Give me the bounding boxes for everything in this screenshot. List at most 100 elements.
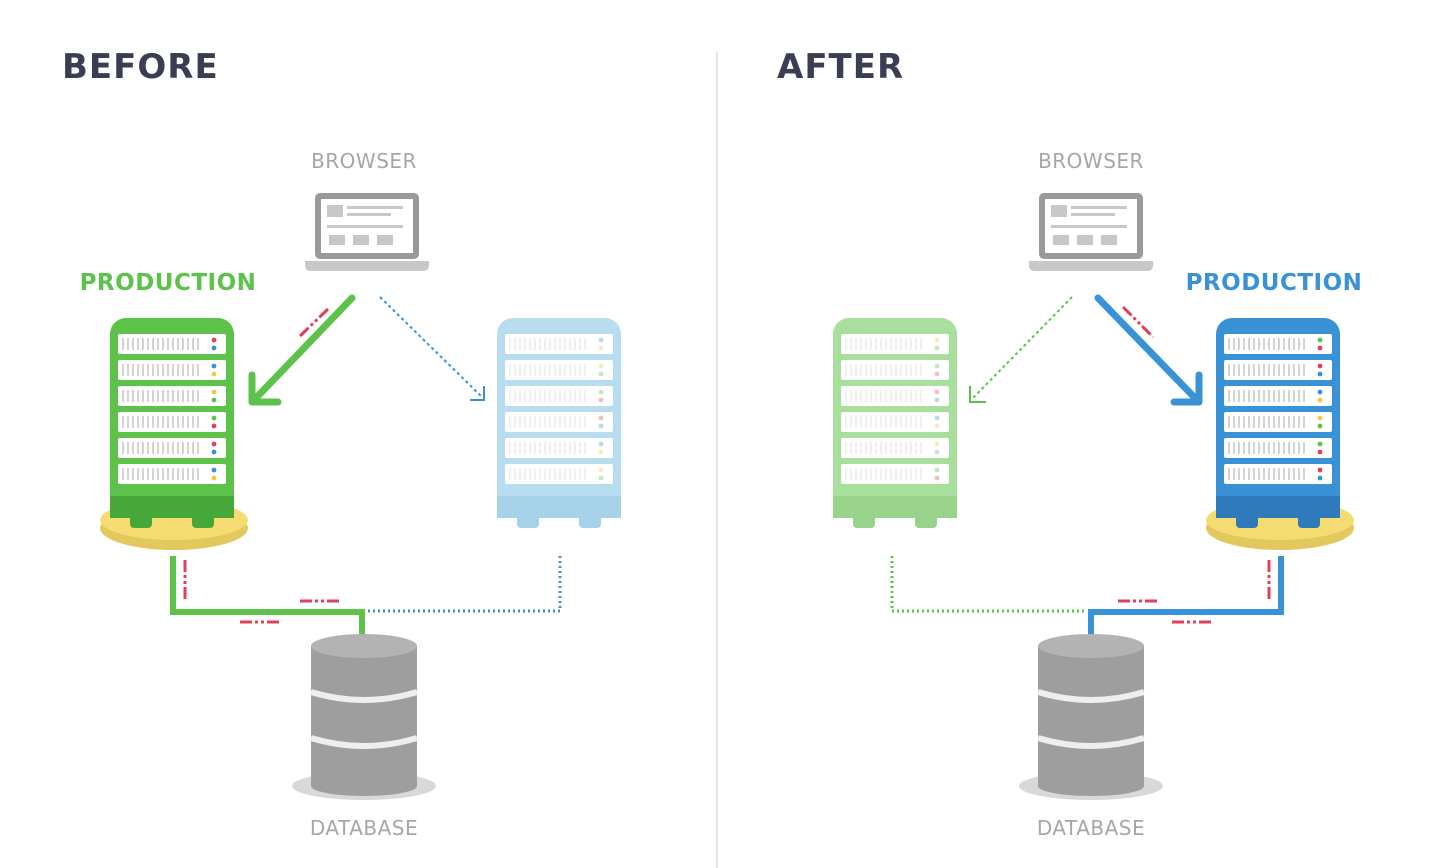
rack-slot-stripe xyxy=(920,442,922,454)
rack-slot-stripe xyxy=(890,468,892,480)
rack-slot-stripe xyxy=(122,442,124,454)
rack-slot-stripe xyxy=(167,468,169,480)
rack-slot-stripe xyxy=(177,364,179,376)
rack-slot-stripe xyxy=(177,442,179,454)
rack-slot-stripe xyxy=(885,442,887,454)
rack-slot-stripe xyxy=(549,364,551,376)
traffic-packet-mark xyxy=(1121,305,1155,339)
rack-slot-stripe xyxy=(187,468,189,480)
rack-slot-stripe xyxy=(1243,468,1245,480)
rack-slot-stripe xyxy=(910,338,912,350)
rack-slot-stripe xyxy=(157,338,159,350)
rack-slot-stripe xyxy=(574,468,576,480)
rack-slot-stripe xyxy=(172,442,174,454)
rack-slot-stripe xyxy=(900,416,902,428)
rack-slot-stripe xyxy=(122,338,124,350)
rack-slot-stripe xyxy=(910,442,912,454)
rack-slot-stripe xyxy=(850,468,852,480)
rack-slot-stripe xyxy=(1228,442,1230,454)
rack-slot-stripe xyxy=(870,416,872,428)
rack-slot-stripe xyxy=(1293,468,1295,480)
rack-slot-stripe xyxy=(137,442,139,454)
server-led xyxy=(934,467,940,473)
rack-slot-stripe xyxy=(855,390,857,402)
rack-slot-stripe xyxy=(564,338,566,350)
rack-slot-stripe xyxy=(137,468,139,480)
rack-slot-stripe xyxy=(549,442,551,454)
rack-slot-stripe xyxy=(1233,442,1235,454)
rack-slot-stripe xyxy=(519,338,521,350)
rack-slot-stripe xyxy=(855,442,857,454)
rack-slot-stripe xyxy=(1268,416,1270,428)
rack-slot-stripe xyxy=(162,468,164,480)
rack-slot-stripe xyxy=(579,468,581,480)
rack-slot-stripe xyxy=(554,442,556,454)
rack-slot-stripe xyxy=(1258,442,1260,454)
rack-slot-stripe xyxy=(1273,468,1275,480)
server-led xyxy=(1317,423,1323,429)
rack-slot-stripe xyxy=(1263,442,1265,454)
server-led xyxy=(1317,363,1323,369)
rack-slot-stripe xyxy=(509,338,511,350)
rack-slot-stripe xyxy=(147,338,149,350)
rack-slot-stripe xyxy=(1243,416,1245,428)
rack-slot-stripe xyxy=(875,338,877,350)
server-led xyxy=(934,449,940,455)
rack-slot-stripe xyxy=(534,390,536,402)
rack-slot-stripe xyxy=(564,442,566,454)
rack-slot-stripe xyxy=(1293,442,1295,454)
rack-slot-stripe xyxy=(519,468,521,480)
rack-slot-stripe xyxy=(544,442,546,454)
server-led xyxy=(598,345,604,351)
rack-slot-stripe xyxy=(172,390,174,402)
traffic-packet-mark xyxy=(298,307,330,338)
rack-slot-stripe xyxy=(1228,390,1230,402)
rack-slot-stripe xyxy=(197,468,199,480)
rack-slot-stripe xyxy=(584,442,586,454)
rack-slot-stripe xyxy=(579,442,581,454)
database-label: DATABASE xyxy=(1037,816,1145,840)
rack-slot-stripe xyxy=(850,338,852,350)
rack-slot-stripe xyxy=(127,364,129,376)
server-led xyxy=(1317,397,1323,403)
server-led xyxy=(1317,449,1323,455)
rack-slot-stripe xyxy=(529,442,531,454)
rack-slot-stripe xyxy=(564,364,566,376)
rack-slot-stripe xyxy=(1233,338,1235,350)
rack-slot-stripe xyxy=(177,468,179,480)
rack-slot-stripe xyxy=(1233,468,1235,480)
server-led xyxy=(211,345,217,351)
rack-slot-stripe xyxy=(855,338,857,350)
rack-slot-stripe xyxy=(865,364,867,376)
rack-slot-stripe xyxy=(1293,416,1295,428)
rack-slot-stripe xyxy=(554,338,556,350)
server-led xyxy=(211,337,217,343)
rack-slot-stripe xyxy=(564,468,566,480)
rack-slot-stripe xyxy=(569,416,571,428)
rack-slot-stripe xyxy=(890,338,892,350)
rack-slot-stripe xyxy=(519,442,521,454)
rack-slot-stripe xyxy=(514,416,516,428)
rack-slot-stripe xyxy=(1298,338,1300,350)
rack-slot-stripe xyxy=(1263,468,1265,480)
rack-slot-stripe xyxy=(875,468,877,480)
rack-slot-stripe xyxy=(579,338,581,350)
rack-slot-stripe xyxy=(915,364,917,376)
rack-slot-stripe xyxy=(1288,390,1290,402)
rack-slot-stripe xyxy=(1263,364,1265,376)
rack-slot-stripe xyxy=(132,390,134,402)
rack-slot-stripe xyxy=(865,468,867,480)
rack-slot-stripe xyxy=(1268,364,1270,376)
rack-slot-stripe xyxy=(539,390,541,402)
rack-slot-stripe xyxy=(890,442,892,454)
rack-slot-stripe xyxy=(539,364,541,376)
rack-slot-stripe xyxy=(177,390,179,402)
server-led xyxy=(1317,337,1323,343)
rack-slot-stripe xyxy=(895,442,897,454)
rack-slot-stripe xyxy=(870,338,872,350)
rack-slot-stripe xyxy=(524,338,526,350)
rack-slot-stripe xyxy=(1253,442,1255,454)
rack-slot-stripe xyxy=(1283,442,1285,454)
rack-slot-stripe xyxy=(845,390,847,402)
rack-slot-stripe xyxy=(1228,364,1230,376)
